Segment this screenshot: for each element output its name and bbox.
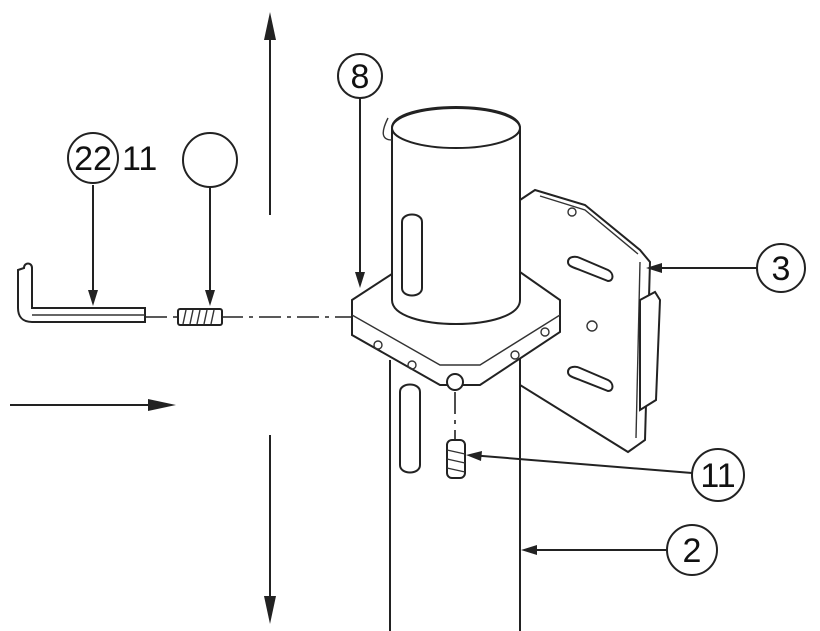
callout-22-label: 22 — [74, 140, 112, 178]
callout-22: 22 — [67, 132, 119, 184]
callout-2: 2 — [666, 524, 718, 576]
mounting-bracket-icon — [519, 188, 662, 454]
leader-empty — [205, 185, 215, 306]
leader-11-right — [466, 451, 693, 474]
leader-2 — [521, 545, 667, 555]
pole-icon — [389, 360, 521, 631]
leader-8 — [355, 98, 365, 288]
set-screw-lower-icon — [446, 439, 466, 479]
leader-22 — [88, 185, 98, 306]
set-screw-icon — [177, 308, 223, 326]
callout-8-label: 8 — [351, 58, 370, 96]
pole-clamp-icon — [351, 106, 561, 391]
callout-11: 11 — [691, 448, 745, 502]
hex-key-icon — [17, 262, 146, 323]
callout-empty — [182, 132, 238, 188]
part-11-label: 11 — [122, 140, 157, 178]
arrow-up-icon — [264, 12, 276, 215]
callout-2-label: 2 — [683, 532, 702, 570]
callout-8: 8 — [337, 53, 383, 99]
arrow-right-icon — [10, 399, 176, 411]
callout-3-label: 3 — [772, 250, 791, 288]
leader-3 — [646, 263, 757, 273]
callout-11-label: 11 — [700, 457, 735, 495]
callout-3: 3 — [756, 243, 806, 293]
arrow-down-icon — [264, 435, 276, 624]
